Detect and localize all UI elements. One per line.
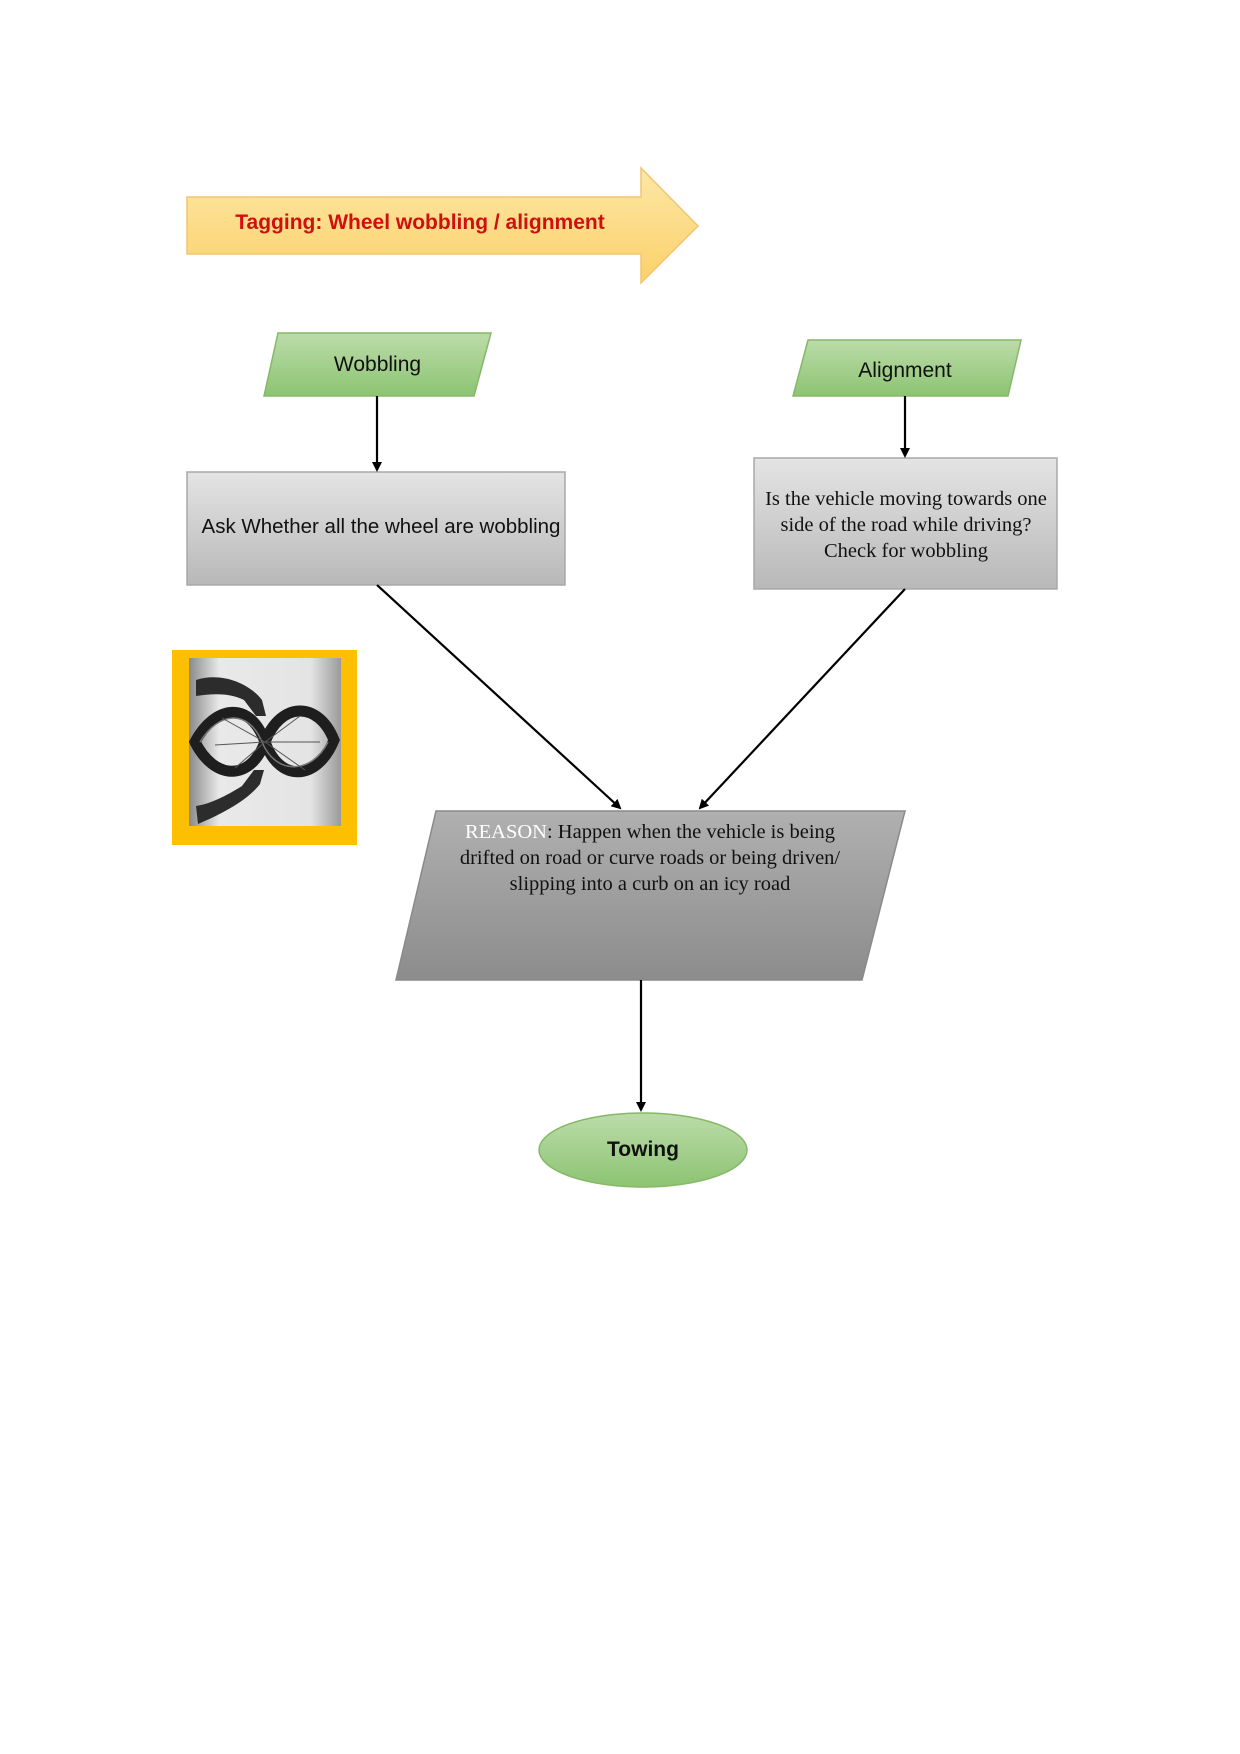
reason-node-label: REASON: Happen when the vehicle is being…: [452, 820, 848, 970]
wobbling-node-shape: [263, 332, 492, 397]
towing-node-label: Towing: [540, 1114, 746, 1186]
tagging-banner-arrow: [186, 166, 700, 285]
wobbling-node-label: Wobbling: [265, 334, 490, 396]
vehicle-side-node-text: Is the vehicle moving towards one side o…: [765, 487, 1047, 563]
reason-node-paragraph: REASON: Happen when the vehicle is being…: [452, 820, 848, 897]
tagging-banner-label: Tagging: Wheel wobbling / alignment: [185, 200, 655, 246]
towing-node-shape: [538, 1112, 748, 1188]
bent-bicycle-wheel-photo: [172, 650, 357, 845]
ask-wheels-node-text: Ask Whether all the wheel are wobbling: [201, 515, 561, 539]
reason-keyword: REASON: [464, 821, 547, 843]
alignment-node-text: Alignment: [858, 358, 952, 382]
alignment-node-label: Alignment: [790, 340, 1020, 402]
vehicle-side-node-label: Is the vehicle moving towards one side o…: [762, 460, 1050, 590]
ask-wheels-node-shape: [186, 471, 566, 586]
wobbling-node-text: Wobbling: [333, 352, 422, 376]
arrow-vehicle-to-reason: [698, 588, 906, 810]
reason-node-shape: [395, 810, 906, 981]
vehicle-side-node-shape: [753, 457, 1058, 590]
alignment-node-shape: [792, 339, 1022, 397]
reason-node-text: : Happen when the vehicle is being drift…: [459, 821, 841, 895]
towing-node-text: Towing: [607, 1137, 679, 1161]
tagging-banner-text: Tagging: Wheel wobbling / alignment: [235, 210, 605, 234]
ask-wheels-node-label: Ask Whether all the wheel are wobbling: [200, 472, 562, 582]
arrow-ask-to-reason: [376, 584, 622, 810]
